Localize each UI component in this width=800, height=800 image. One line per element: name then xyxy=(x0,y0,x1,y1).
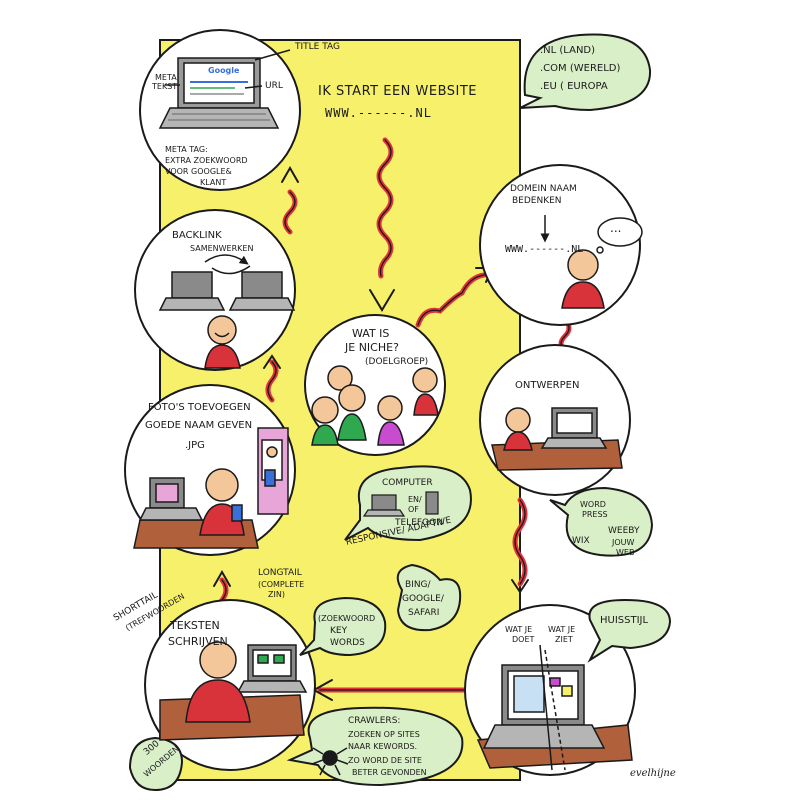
wat-je-ziet-2: ZIET xyxy=(555,635,573,644)
devices-illustration xyxy=(362,491,439,517)
arrow-photos-to-backlink xyxy=(263,354,281,403)
extension-eu: .EU ( EUROPA xyxy=(540,81,608,92)
extension-com: .COM (WERELD) xyxy=(540,63,621,74)
meta-tag-line-1: META TAG: xyxy=(165,145,208,154)
domain-title-1: DOMEIN NAAM xyxy=(510,184,577,194)
domain-title-2: BEDENKEN xyxy=(512,196,562,206)
meta-tag-line-2: EXTRA ZOEKWOORD xyxy=(165,156,248,165)
browser-bing: BING/ xyxy=(405,580,431,590)
crawlers-line-2: ZOEKEN OP SITES xyxy=(348,730,420,739)
huisstijl-bubble xyxy=(587,598,672,663)
huisstijl-label: HUISSTIJL xyxy=(600,615,649,626)
spider-icon xyxy=(311,747,349,776)
longtail-sub-1: (COMPLETE xyxy=(258,580,305,589)
browser-google: GOOGLE/ xyxy=(402,594,444,604)
keywords-line-3: WORDS xyxy=(330,638,365,648)
longtail-label: LONGTAIL xyxy=(258,568,302,578)
niche-line-2: JE NICHE? xyxy=(345,341,399,354)
meta-tekst-label-1: META xyxy=(155,73,177,82)
domain-url: WWW.------.NL xyxy=(505,244,584,255)
url-label: URL xyxy=(265,81,283,91)
keywords-line-2: KEY xyxy=(330,626,348,636)
meta-tag-line-3: VOOR GOOGLE& xyxy=(165,167,232,176)
extension-nl: .NL (LAND) xyxy=(540,45,596,56)
artist-signature: evelhijne xyxy=(630,768,676,779)
crawlers-bubble xyxy=(286,706,464,787)
ontwerpen-title: ONTWERPEN xyxy=(515,380,580,391)
speech-bubbles xyxy=(128,33,672,792)
wat-je-doet-2: DOET xyxy=(512,635,535,644)
thought-dots: ... xyxy=(610,221,622,235)
backlink-illustration xyxy=(158,254,296,369)
photos-line-2: GOEDE NAAM GEVEN xyxy=(145,420,253,431)
platform-jouw: JOUW xyxy=(612,538,635,547)
ontwerpen-illustration xyxy=(491,407,623,471)
devices-of: OF xyxy=(408,505,419,514)
niche-people-illustration xyxy=(311,365,439,446)
wat-je-doet-1: WAT JE xyxy=(505,625,533,634)
arrow-ontwerpen-to-huisstijl xyxy=(511,497,529,594)
backlink-circle xyxy=(134,209,296,371)
google-logo-text: Google xyxy=(208,66,240,75)
longtail-sub-2: ZIN) xyxy=(268,590,285,599)
teksten-line-1: TEKSTEN xyxy=(170,619,220,632)
devices-telefoon: TELEFOON xyxy=(395,518,443,528)
platform-wix: WIX xyxy=(572,536,590,546)
photos-illustration xyxy=(133,427,289,549)
arrow-backlink-to-seo xyxy=(281,165,299,235)
crawlers-line-3: NAAR KEWORDS. xyxy=(348,742,418,751)
devices-computer: COMPUTER xyxy=(382,478,433,488)
browsers-bubble xyxy=(396,563,462,632)
meta-tag-line-4: KLANT xyxy=(200,178,227,187)
backlink-subtitle: SAMENWERKEN xyxy=(190,244,254,253)
meta-tekst-label-2: TEKST xyxy=(152,82,178,91)
keywords-bubble xyxy=(299,596,387,657)
domain-circle xyxy=(479,164,641,326)
photos-line-3: .JPG xyxy=(185,440,205,451)
seo-laptop-illustration xyxy=(158,49,291,129)
keywords-line-1: (ZOEKWOORD xyxy=(318,614,376,623)
niche-circle xyxy=(304,314,446,456)
woorden-bubble xyxy=(128,736,184,792)
wat-je-ziet-1: WAT JE xyxy=(548,625,576,634)
teksten-illustration xyxy=(159,641,308,741)
teksten-line-2: SCHRIJVEN xyxy=(168,635,228,648)
crawlers-line-4: ZO WORD DE SITE xyxy=(348,756,422,765)
huisstijl-illustration xyxy=(476,644,633,771)
domain-extension-bubble xyxy=(519,33,652,112)
title-tag-label: TITLE TAG xyxy=(295,42,340,52)
headline-url: WWW.------.NL xyxy=(325,106,432,120)
photos-line-1: FOTO'S TOEVOEGEN xyxy=(148,402,251,413)
domain-illustration xyxy=(540,215,643,309)
devices-bubble xyxy=(344,465,472,542)
arrow-start-to-niche xyxy=(369,137,395,312)
headline-text: IK START EEN WEBSITE xyxy=(318,84,478,99)
crawlers-line-1: CRAWLERS: xyxy=(348,716,401,726)
platform-word: WORD xyxy=(580,500,606,509)
niche-line-3: (DOELGROEP) xyxy=(365,357,429,367)
platforms-bubble xyxy=(549,486,654,557)
devices-en: EN/ xyxy=(408,495,422,504)
browser-safari: SAFARI xyxy=(408,608,440,618)
platform-press: PRESS xyxy=(582,510,608,519)
platform-weeby: WEEBY xyxy=(608,526,640,536)
backlink-title: BACKLINK xyxy=(172,230,222,241)
niche-line-1: WAT IS xyxy=(352,327,390,340)
crawlers-line-5: BETER GEVONDEN xyxy=(352,768,427,777)
platform-web: WEB xyxy=(616,548,635,557)
